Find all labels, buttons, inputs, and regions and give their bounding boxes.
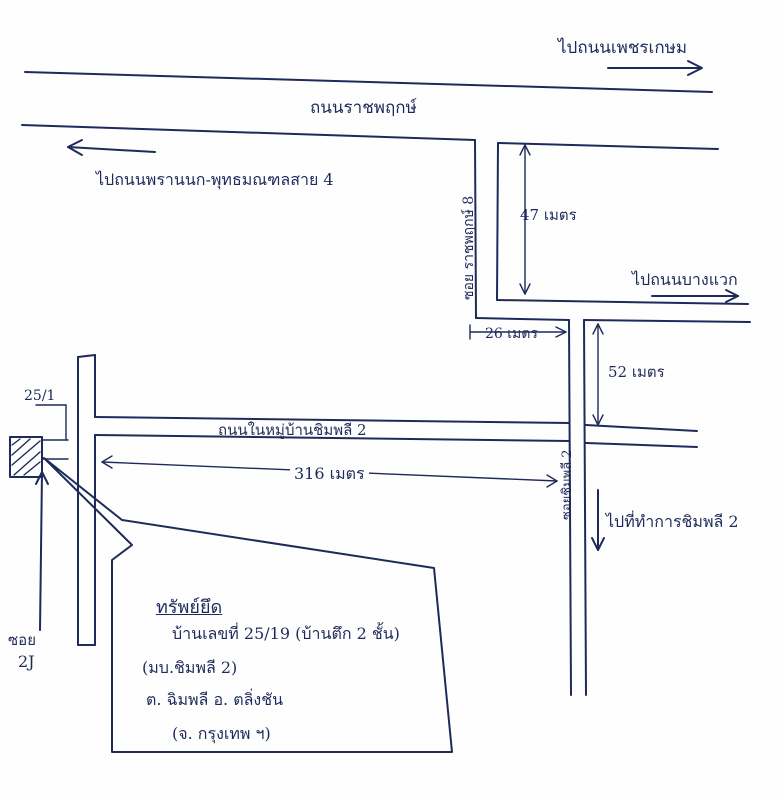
soi-ratchaphruek-left [474,139,477,319]
arrow-head-right [687,60,703,76]
bangwaek-road-bottom [583,319,751,323]
ratchaphruek-road-top [24,71,713,93]
village-road-bottom-left [94,434,570,442]
soi-chimphli-left [568,319,572,696]
label-to-bangwaek: ไปถนนบางแวก [632,270,738,289]
label-dist-26: 26 เมตร [485,326,538,342]
label-village-road: ถนนในหมู่บ้านชิมพลี 2 [218,421,367,439]
village-road-top-left [94,416,570,424]
soi-ratchaphruek-right [496,142,499,301]
label-house-number: 25/1 [24,388,56,404]
soi-chimphli-right [583,319,587,696]
callout-box [43,457,453,753]
property-line-4: (จ. กรุงเทพ ฯ) [172,724,271,743]
dim-316-right [546,474,558,488]
ratchaphruek-road-bottom-left [21,124,476,141]
arrow-soi-to-plot [39,471,43,631]
property-line-3: ต. ฉิมพลี อ. ตลิ่งชัน [146,690,284,709]
village-road-top-right [585,424,698,432]
label-to-phetkasem: ไปถนนเพชรเกษม [558,38,688,58]
jog-road-bottom [475,317,570,321]
property-plot [9,436,43,478]
dim-316-left [101,455,113,469]
label-dist-316: 316 เมตร [290,462,369,487]
dim-47-bottom [519,283,531,295]
label-soi-number: 2J [18,652,35,671]
label-soi-ratchaphruek: ซอย ราชพฤกษ์ 8 [461,195,477,300]
label-dist-47: 47 เมตร [520,206,577,224]
arrow-head-down [591,537,605,551]
arrow-head-right-2 [725,289,739,303]
dim-52-top [592,323,604,335]
property-line-1: บ้านเลขที่ 25/19 (บ้านตึก 2 ชั้น) [172,624,400,643]
dim-47-top [519,144,531,156]
label-to-office: ไปที่ทำการชิมพลี 2 [606,512,739,531]
property-line-2: (มบ.ชิมพลี 2) [142,658,238,677]
label-ratchaphruek: ถนนราชพฤกษ์ [310,98,417,118]
label-soi: ซอย [8,631,36,649]
dim-26-head [555,326,567,338]
bangwaek-road-top [496,299,749,305]
label-to-borommaratchachonnani: ไปถนนพรานนก-พุทธมณฑลสาย 4 [96,170,334,189]
arrow-to-bangwaek-road [67,146,156,153]
property-title: ทรัพย์ยึด [156,597,223,618]
ratchaphruek-road-bottom-right [497,142,719,150]
village-road-bottom-right [585,442,698,448]
arrow-head-up [35,471,49,485]
label-soi-chimphli: ซอยชิมพลี 2 [560,449,575,520]
property-hatching [11,438,41,476]
soi-2j-top [77,354,96,358]
arrow-head-left [67,139,83,156]
label-dist-52: 52 เมตร [608,363,665,381]
